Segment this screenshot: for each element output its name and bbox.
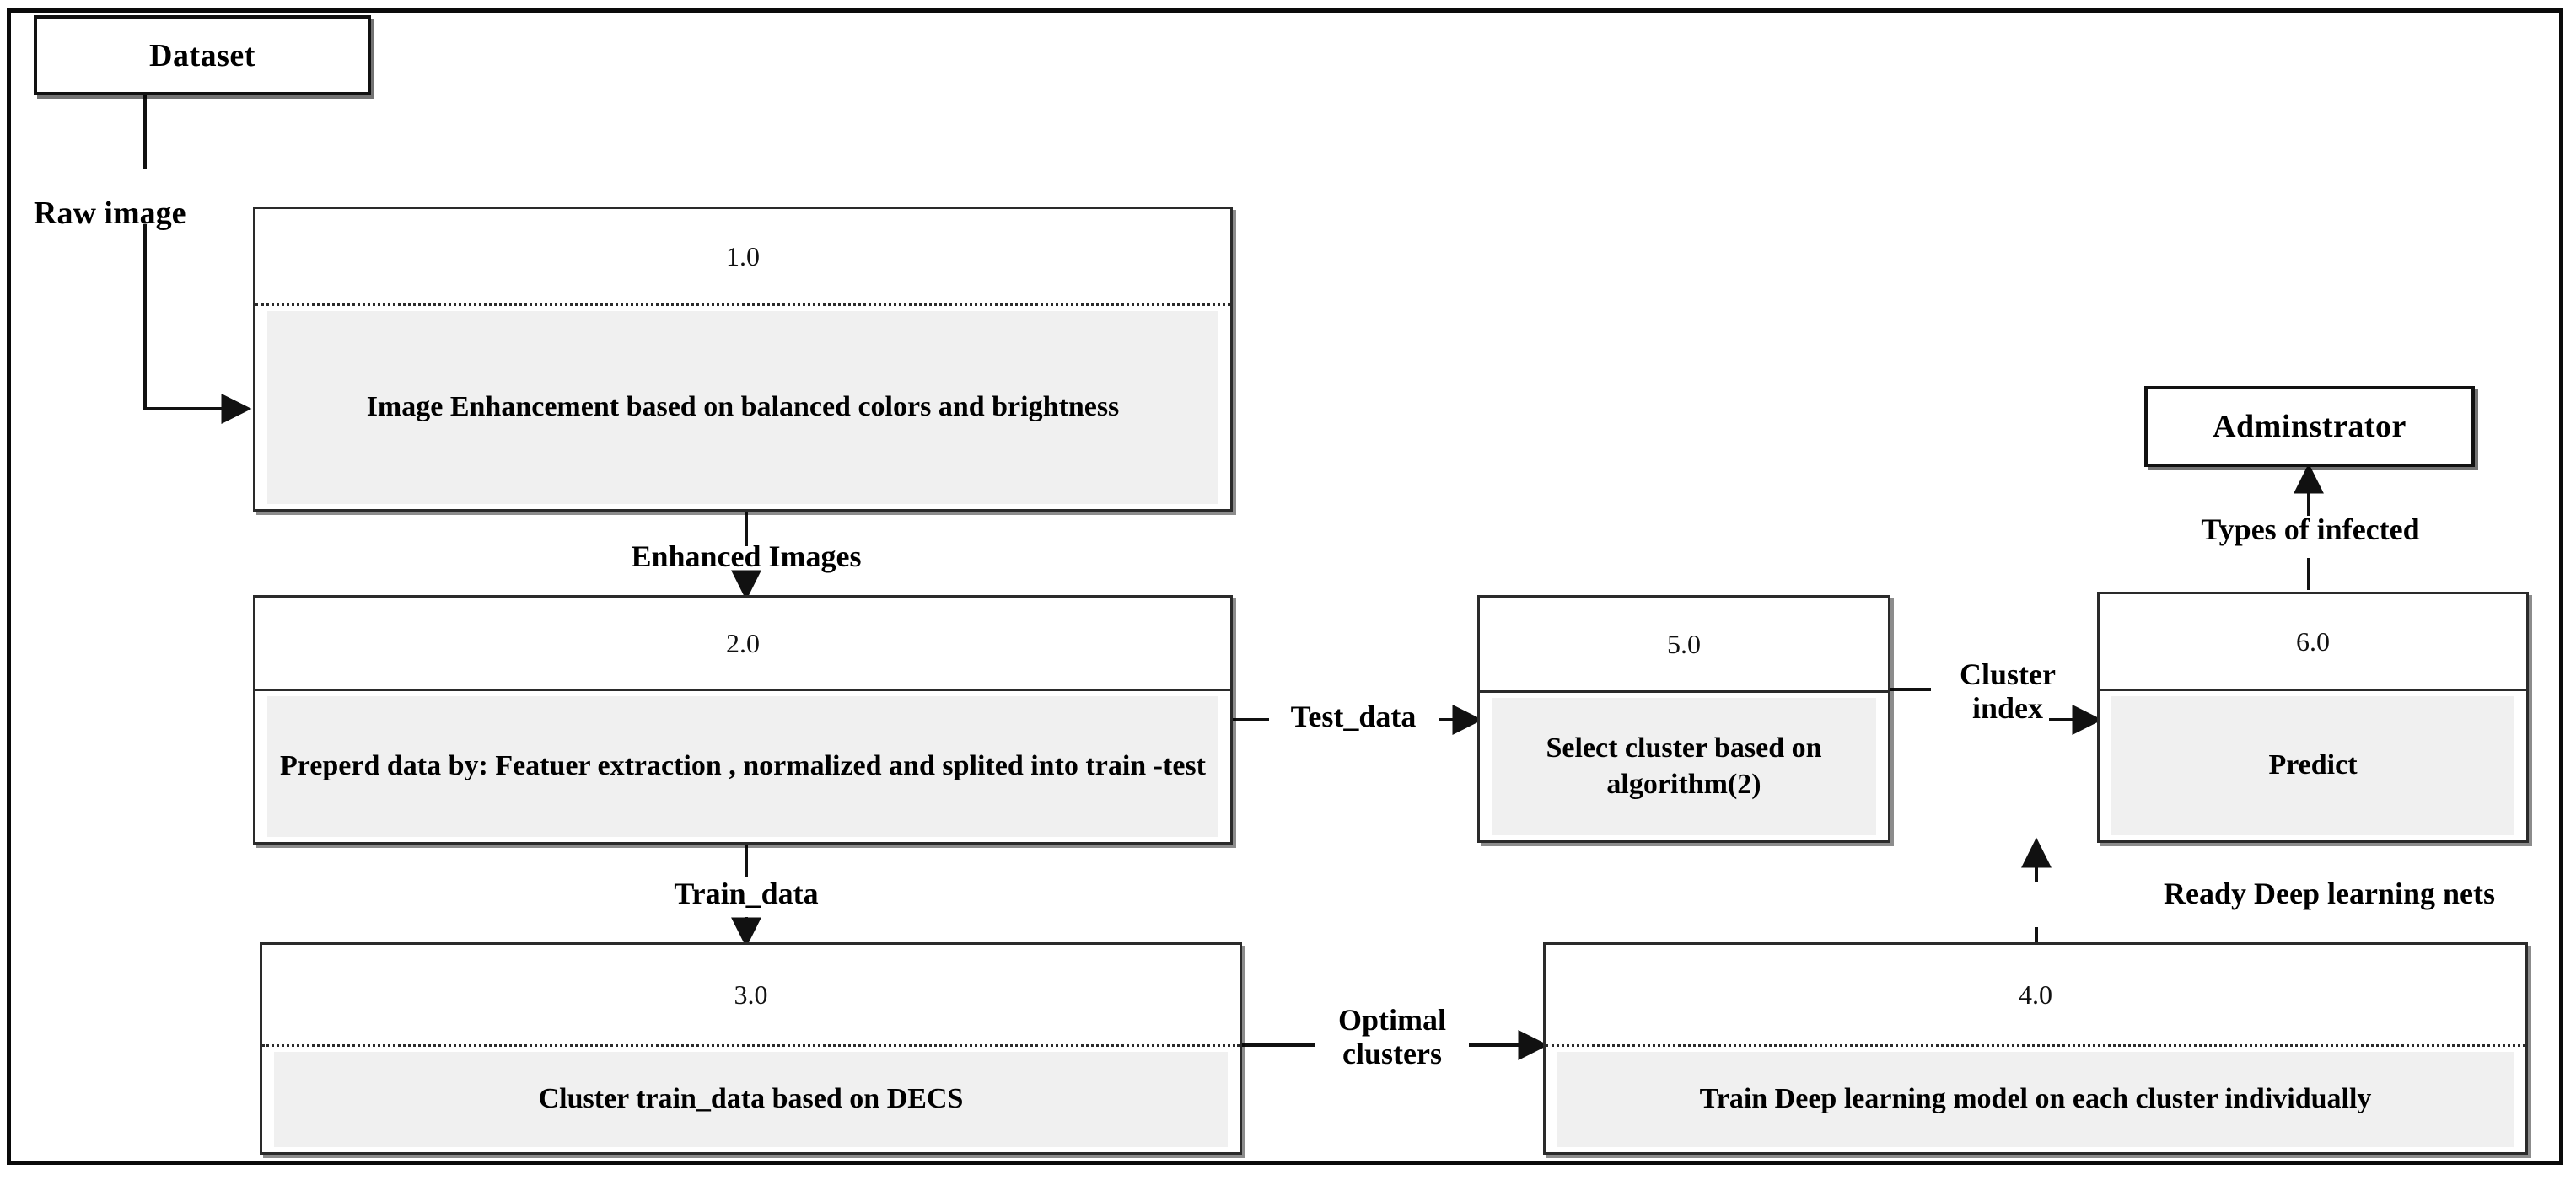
process-3-body: Cluster train_data based on DECS [262,1047,1240,1152]
process-4-number: 4.0 [1546,945,2525,1044]
process-2-divider [255,689,1230,691]
process-1-number: 1.0 [255,209,1230,303]
process-5-divider [1480,690,1888,693]
process-2-number: 2.0 [255,598,1230,689]
process-5-number: 5.0 [1480,598,1888,690]
flow-label-ready-deep-learning-nets: Ready Deep learning nets [2164,877,2495,910]
flow-label-test-data: Test_data [1290,700,1417,733]
process-5-text: Select cluster based on algorithm(2) [1546,732,1822,800]
diagram-outer-frame [7,8,2563,1165]
process-3-divider [262,1044,1240,1047]
flow-label-optimal-clusters: Optimal clusters [1337,1003,1446,1071]
process-1-divider [255,303,1230,306]
entity-administrator-label: Adminstrator [2213,409,2407,444]
process-6-text: Predict [2268,749,2358,781]
process-2-text: Preperd data by: Featuer extraction , no… [280,750,1206,782]
process-6-body: Predict [2100,691,2526,840]
process-4-body: Train Deep learning model on each cluste… [1546,1047,2525,1152]
process-5-body: Select cluster based on algorithm(2) [1480,693,1888,840]
process-2-body: Preperd data by: Featuer extraction , no… [255,691,1230,842]
process-3-cluster-train-data[interactable]: 3.0 Cluster train_data based on DECS [260,942,1242,1155]
entity-dataset[interactable]: Dataset [34,15,371,95]
process-3-text: Cluster train_data based on DECS [538,1083,964,1115]
process-4-text: Train Deep learning model on each cluste… [1699,1083,2372,1115]
entity-administrator[interactable]: Adminstrator [2144,386,2475,467]
entity-dataset-label: Dataset [149,37,255,73]
process-4-train-deep-learning-model[interactable]: 4.0 Train Deep learning model on each cl… [1543,942,2528,1155]
process-1-image-enhancement[interactable]: 1.0 Image Enhancement based on balanced … [253,206,1233,512]
flow-label-cluster-index: Cluster index [1960,657,2056,726]
flow-label-enhanced-images: Enhanced Images [631,539,862,573]
flow-label-train-data: Train_data [674,877,819,910]
flow-label-raw-image: Raw image [34,196,186,231]
process-6-predict[interactable]: 6.0 Predict [2097,592,2529,843]
process-4-divider [1546,1044,2525,1047]
process-1-text: Image Enhancement based on balanced colo… [366,391,1120,423]
process-6-divider [2100,689,2526,691]
process-1-body: Image Enhancement based on balanced colo… [255,306,1230,509]
process-5-select-cluster[interactable]: 5.0 Select cluster based on algorithm(2) [1477,595,1890,843]
flow-label-types-of-infected: Types of infected [2201,512,2420,546]
process-6-number: 6.0 [2100,594,2526,689]
process-3-number: 3.0 [262,945,1240,1044]
process-2-prepare-data[interactable]: 2.0 Preperd data by: Featuer extraction … [253,595,1233,845]
